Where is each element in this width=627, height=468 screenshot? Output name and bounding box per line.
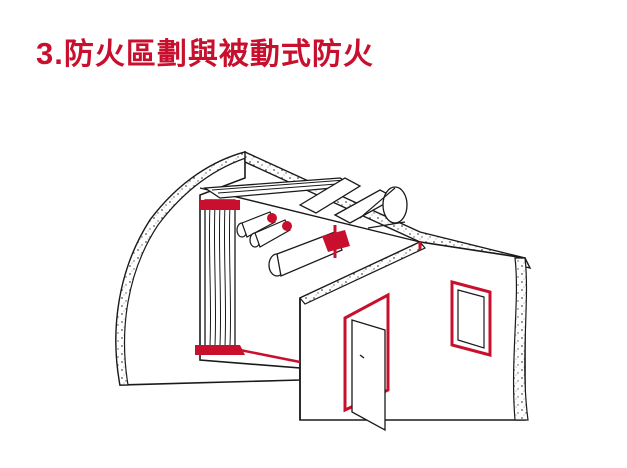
title-text: 防火區劃與被動式防火 — [63, 37, 374, 72]
title-number: 3. — [36, 36, 64, 71]
partition-wall — [299, 241, 529, 421]
floor-seal — [239, 348, 301, 364]
page-title: 3.防火區劃與被動式防火 — [36, 30, 374, 78]
ducts — [298, 177, 408, 229]
fire-window — [450, 280, 492, 357]
fire-door — [343, 292, 390, 432]
pipes — [236, 211, 350, 277]
cable-riser — [195, 199, 245, 355]
